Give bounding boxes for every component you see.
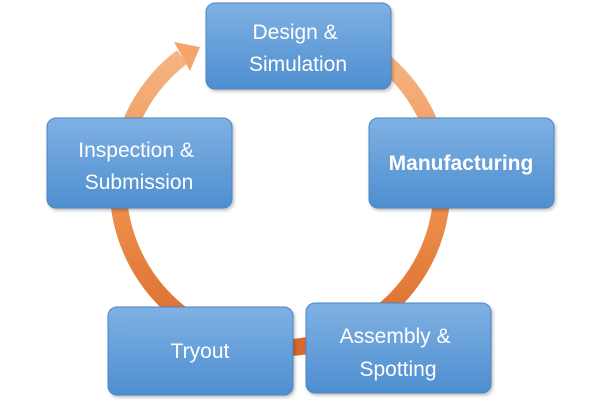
node-label-line: Inspection & bbox=[78, 139, 194, 162]
node-label-line: Tryout bbox=[171, 340, 230, 363]
svg-text:Manufacturing: Manufacturing bbox=[389, 152, 534, 175]
node-tryout: Tryout bbox=[107, 306, 294, 396]
svg-text:Tryout: Tryout bbox=[171, 340, 230, 363]
svg-text:Design & Simulation: Design & Simulation bbox=[249, 21, 347, 76]
node-label-line: Submission bbox=[85, 171, 194, 194]
node-label-line: Manufacturing bbox=[389, 152, 534, 175]
node-label-line: Simulation bbox=[249, 53, 347, 76]
cycle-arrowhead bbox=[174, 42, 200, 71]
node-manufacturing: Manufacturing bbox=[368, 117, 555, 209]
node-assembly-spotting: Assembly & Spotting bbox=[305, 302, 492, 394]
node-label-line: Assembly & bbox=[340, 325, 451, 348]
node-inspection-submission: Inspection & Submission bbox=[46, 117, 233, 209]
svg-text:Inspection & Submission: Inspection & Submission bbox=[78, 139, 199, 194]
svg-text:Assembly & Spotting: Assembly & Spotting bbox=[340, 325, 457, 381]
node-design-simulation: Design & Simulation bbox=[205, 2, 392, 90]
node-label-line: Design & bbox=[252, 21, 337, 44]
node-label-line: Spotting bbox=[359, 358, 436, 381]
